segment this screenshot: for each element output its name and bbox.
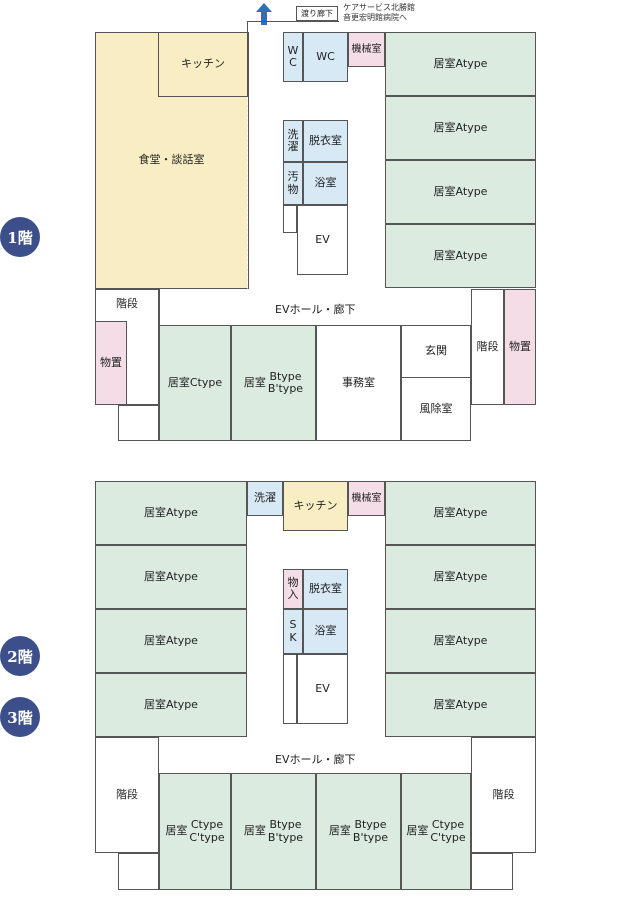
wc: WC: [303, 32, 348, 82]
bath-1f: 浴室: [303, 162, 348, 205]
bath-2f: 浴室: [303, 609, 348, 654]
ev-2f: EV: [297, 654, 348, 724]
room-a-2f-right-1: 居室Atype: [385, 481, 536, 545]
ev-hall-2f: EVホール・廊下: [275, 753, 356, 766]
up-arrow-icon: [256, 3, 272, 25]
entrance: 玄関: [401, 325, 471, 377]
landing-right-2f: [471, 853, 513, 890]
landing-left-2f: [118, 853, 159, 890]
room-a-2f-right-3: 居室Atype: [385, 609, 536, 673]
room-a-2f-right-4: 居室Atype: [385, 673, 536, 737]
storage-right-1f: 物置: [504, 289, 536, 405]
stairs-left-2f: 階段: [95, 737, 159, 853]
stairs-left-1f: 階段: [95, 289, 159, 405]
dining-label: 食堂・談話室: [138, 153, 205, 167]
room-a-2f-left-4: 居室Atype: [95, 673, 247, 737]
wc-small: W C: [283, 32, 303, 82]
ev-hall-1f: EVホール・廊下: [275, 303, 356, 316]
room-a-1f-1: 居室Atype: [385, 32, 536, 96]
room-a-2f-left-1: 居室Atype: [95, 481, 247, 545]
stairs-right-2f: 階段: [471, 737, 536, 853]
machine-room-1f: 機械室: [348, 32, 385, 67]
windbreak-room: 風除室: [401, 377, 471, 441]
room-b-1f: 居室 Btype B'type: [231, 325, 316, 441]
soiled-room: 汚 物: [283, 162, 303, 205]
header-line: [247, 21, 339, 22]
room-a-1f-3: 居室Atype: [385, 160, 536, 224]
dressing-room-1f: 脱衣室: [303, 120, 348, 162]
landing-left-1f: [118, 405, 159, 441]
laundry-1f: 洗 濯: [283, 120, 303, 162]
floor-badge-1: 1階: [0, 217, 40, 257]
room-a-2f-left-2: 居室Atype: [95, 545, 247, 609]
ev-shaft-1f: [283, 205, 297, 233]
ev-1f: EV: [297, 205, 348, 275]
ev-shaft-2f: [283, 654, 297, 724]
storage-left-1f: 物置: [95, 321, 127, 405]
floor-badge-3: 3階: [0, 697, 40, 737]
corridor-label: 渡り廊下: [296, 6, 338, 21]
storage-2f: 物 入: [283, 569, 303, 609]
room-a-1f-2: 居室Atype: [385, 96, 536, 160]
office: 事務室: [316, 325, 401, 441]
floor-badge-2: 2階: [0, 636, 40, 676]
laundry-2f: 洗濯: [247, 481, 283, 516]
room-a-1f-4: 居室Atype: [385, 224, 536, 288]
room-a-2f-right-2: 居室Atype: [385, 545, 536, 609]
sk-room: S K: [283, 609, 303, 654]
stairs-right-1f: 階段: [471, 289, 504, 405]
room-a-2f-left-3: 居室Atype: [95, 609, 247, 673]
kitchen-2f: キッチン: [283, 481, 348, 531]
corridor-destination-note: ケアサービス北勝館 音更宏明館病院へ: [343, 3, 415, 22]
dressing-room-2f: 脱衣室: [303, 569, 348, 609]
machine-room-2f: 機械室: [348, 481, 385, 516]
kitchen-1f: キッチン: [158, 32, 248, 97]
